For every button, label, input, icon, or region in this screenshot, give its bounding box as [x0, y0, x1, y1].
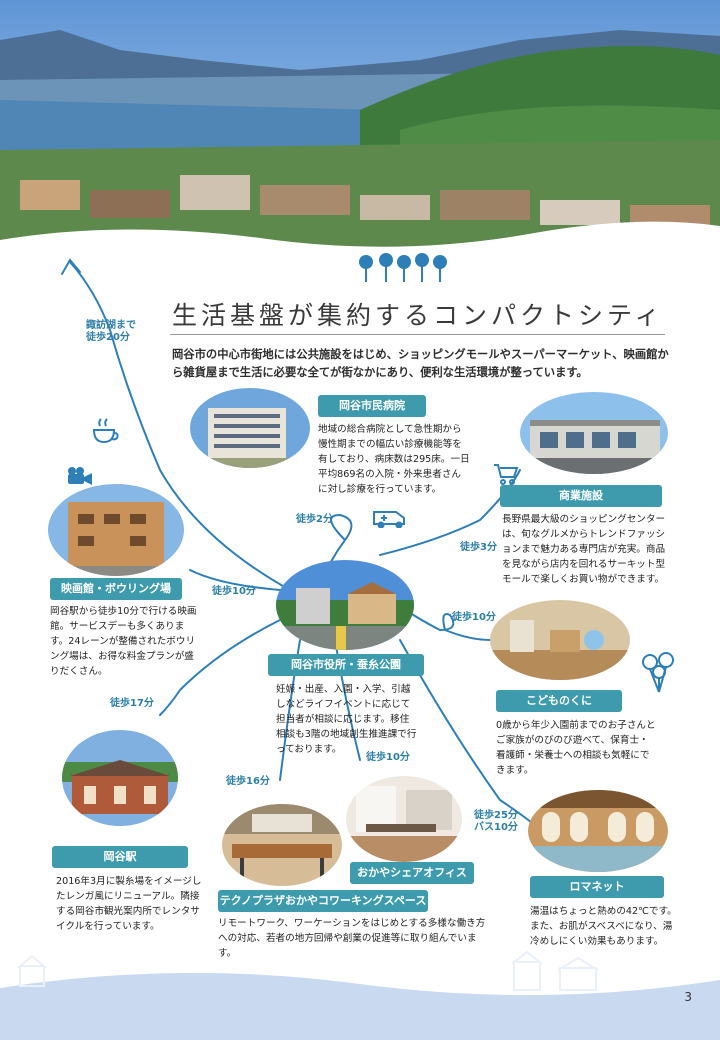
- hospital-description: 地域の総合病院として急性期から慢性期までの幅広い診療機能等を有しており、病床数は…: [318, 424, 470, 495]
- ambulance-icon: [373, 511, 405, 528]
- page-title: 生活基盤が集約するコンパクトシティ: [172, 301, 664, 330]
- romanet-walk-time-foot: 徒歩25分: [474, 810, 518, 821]
- share-office-walk-time: 徒歩10分: [366, 752, 410, 763]
- cityhall-label: 岡谷市役所・蚕糸公園: [268, 654, 424, 676]
- station-photo: [62, 730, 178, 826]
- techno-plaza-label: テクノプラザおかやコワーキングスペース: [218, 890, 428, 912]
- lake-walk-destination: 諏訪湖まで: [86, 320, 136, 331]
- hospital-label: 岡谷市民病院: [318, 395, 426, 417]
- shopping-description: 長野県最大級のショッピングセンターは、旬なグルメからトレンドファッションまで魅力…: [502, 514, 666, 585]
- page-number: 3: [684, 990, 692, 1004]
- shopping-walk-time: 徒歩3分: [460, 542, 497, 553]
- techno-plaza-description: リモートワーク、ワーケーションをはじめとする多様な働き方への対応、若者の地方回帰…: [218, 918, 486, 959]
- onsen-cup-icon: [92, 418, 119, 444]
- kids-description: 0歳から年少入園前までのお子さんとご家族がのびのび遊べて、保育士・看護師・栄養士…: [496, 720, 656, 776]
- cityhall-description: 妊娠・出産、入園・入学、引越しなどライフイベントに応じて担当者が相談に応じます。…: [276, 684, 417, 755]
- hospital-photo: [190, 388, 310, 468]
- lake-walk-time: 徒歩20分: [86, 332, 130, 343]
- title-divider: [170, 334, 665, 335]
- kids-photo: [490, 600, 630, 680]
- flower-decoration-icon: [359, 253, 447, 282]
- romanet-description: 湯温はちょっと熱めの42℃です。また、お肌がスベスベになり、湯冷めしにくい効果も…: [530, 906, 677, 947]
- cinema-photo: [48, 484, 184, 576]
- romanet-label: ロマネット: [530, 876, 664, 898]
- cinema-label: 映画館・ボウリング場: [50, 578, 182, 600]
- kids-label: こどものくに: [496, 690, 622, 712]
- station-description: 2016年3月に製糸場をイメージしたレンガ風にリニューアル。隣接する岡谷市観光案…: [56, 876, 202, 932]
- hospital-walk-time: 徒歩2分: [296, 514, 333, 525]
- lake-walk-note: 諏訪湖まで 徒歩20分: [86, 320, 136, 344]
- balloons-icon: [642, 652, 674, 693]
- romanet-walk-time: 徒歩25分 バス10分: [474, 810, 518, 834]
- shopping-photo: [520, 392, 668, 474]
- shopping-label: 商業施設: [500, 485, 662, 507]
- station-walk-time: 徒歩17分: [110, 698, 154, 709]
- bottom-wave: [0, 950, 720, 1040]
- techno-plaza-photo: [222, 804, 342, 886]
- techno-plaza-walk-time: 徒歩16分: [226, 776, 270, 787]
- intro-text: 岡谷市の中心市街地には公共施設をはじめ、ショッピングモールやスーパーマーケット、…: [172, 348, 669, 379]
- shopping-cart-icon: [494, 464, 519, 485]
- station-label: 岡谷駅: [52, 846, 188, 868]
- share-office-label: おかやシェアオフィス: [350, 862, 474, 884]
- romanet-photo: [528, 790, 668, 872]
- hero-landscape-photo: [0, 0, 720, 270]
- share-office-photo: [346, 776, 462, 862]
- kids-walk-time: 徒歩10分: [452, 612, 496, 623]
- romanet-walk-time-bus: バス10分: [474, 822, 518, 833]
- cinema-walk-time: 徒歩10分: [212, 586, 256, 597]
- cityhall-photo: [276, 560, 414, 650]
- movie-camera-icon: [68, 467, 92, 485]
- cinema-description: 岡谷駅から徒歩10分で行ける映画館。サービスデーも多くあります。24レーンが整備…: [50, 606, 197, 677]
